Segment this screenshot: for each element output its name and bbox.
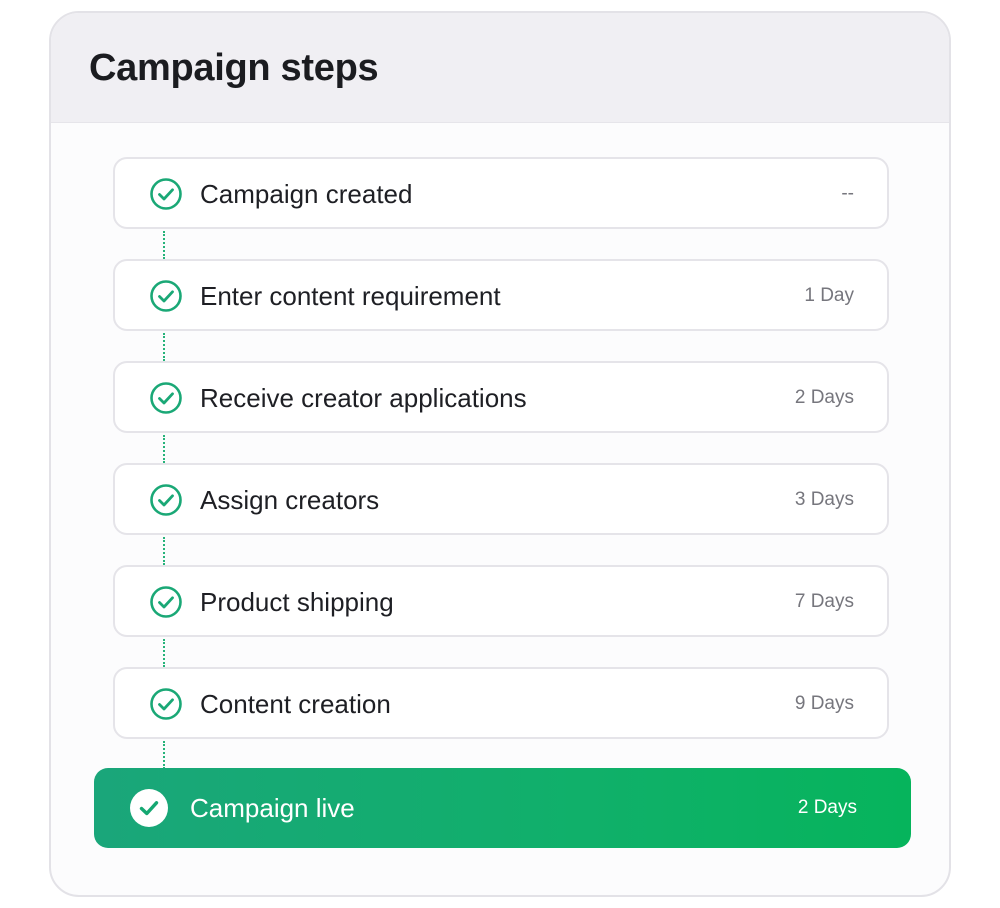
check-circle-icon [150,382,182,414]
check-circle-icon [150,586,182,618]
step-campaign-created: Campaign created -- [113,157,889,229]
campaign-steps-card: Campaign steps Campaign created -- Enter… [49,11,951,897]
step-label: Receive creator applications [200,383,527,413]
step-connector [163,639,165,667]
step-product-shipping: Product shipping 7 Days [113,565,889,637]
step-duration: 2 Days [794,387,854,408]
check-circle-filled-icon [130,789,168,827]
step-receive-creator-applications: Receive creator applications 2 Days [113,361,889,433]
step-connector [163,333,165,361]
check-circle-icon [150,484,182,516]
step-label: Enter content requirement [200,281,501,311]
step-campaign-live: Campaign live 2 Days [94,768,911,848]
step-duration: 3 Days [794,489,854,510]
step-connector [163,537,165,565]
check-circle-icon [150,688,182,720]
step-enter-content-requirement: Enter content requirement 1 Day [113,259,889,331]
step-duration: 2 Days [797,797,857,818]
check-circle-icon [150,280,182,312]
step-label: Campaign created [200,179,413,209]
check-circle-icon [150,178,182,210]
step-label: Content creation [200,689,391,719]
step-duration: -- [841,183,854,204]
card-title: Campaign steps [89,47,379,89]
card-header: Campaign steps [51,13,949,123]
step-duration: 1 Day [804,285,854,306]
step-label: Assign creators [200,485,380,515]
step-duration: 9 Days [794,693,854,714]
step-duration: 7 Days [794,591,854,612]
step-label: Product shipping [200,587,394,617]
step-content-creation: Content creation 9 Days [113,667,889,739]
step-connector [163,231,165,259]
step-connector [163,435,165,463]
step-assign-creators: Assign creators 3 Days [113,463,889,535]
step-label: Campaign live [190,793,355,823]
step-connector [163,741,165,769]
